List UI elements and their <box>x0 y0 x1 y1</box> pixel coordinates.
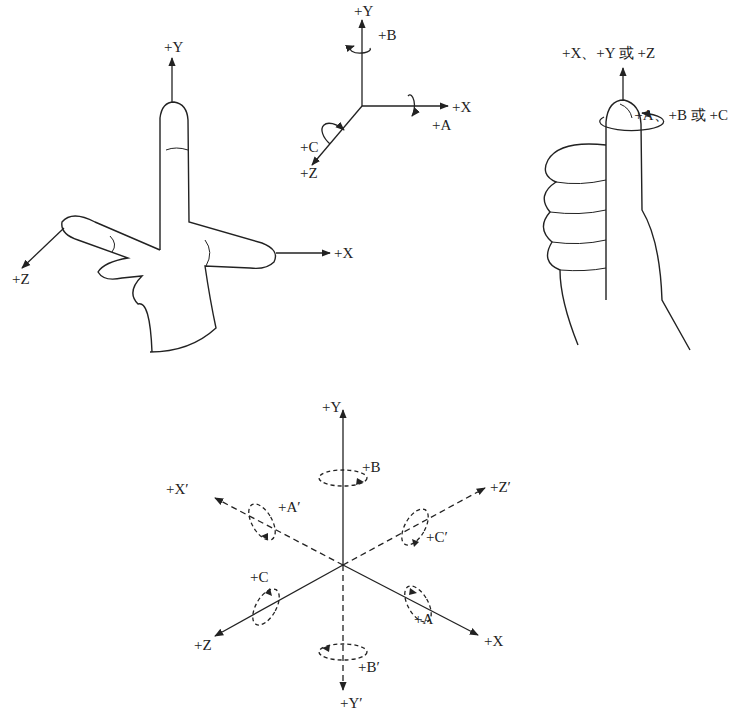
axis-label: +Z <box>194 638 212 653</box>
axis-label: +Y <box>164 40 183 55</box>
axis-label: +Y′ <box>340 696 363 711</box>
axis-label: +A <box>432 118 451 133</box>
axis-label: +X <box>452 100 471 115</box>
axis-label: +X <box>484 634 503 649</box>
axis-label: +B <box>378 28 396 43</box>
axis-label: +A <box>414 612 433 627</box>
axis-label: +Y <box>354 4 373 19</box>
axis-label: +Z <box>12 272 30 287</box>
axis-label: +C′ <box>426 530 448 545</box>
axis-label: +C <box>300 140 318 155</box>
axis-label: +B <box>362 460 380 475</box>
axis-label: +C <box>250 570 268 585</box>
axis-label: +A、+B 或 +C <box>634 108 728 123</box>
axis-label: +X、+Y 或 +Z <box>562 46 655 61</box>
axis-label: +Z <box>300 166 318 181</box>
axis-label: +Y <box>322 400 341 415</box>
axis-label: +X <box>334 246 353 261</box>
axis-label: +A′ <box>278 500 301 515</box>
axis-label: +Z′ <box>490 480 511 495</box>
axis-label: +X′ <box>166 482 189 497</box>
axis-label: +B′ <box>358 660 380 675</box>
